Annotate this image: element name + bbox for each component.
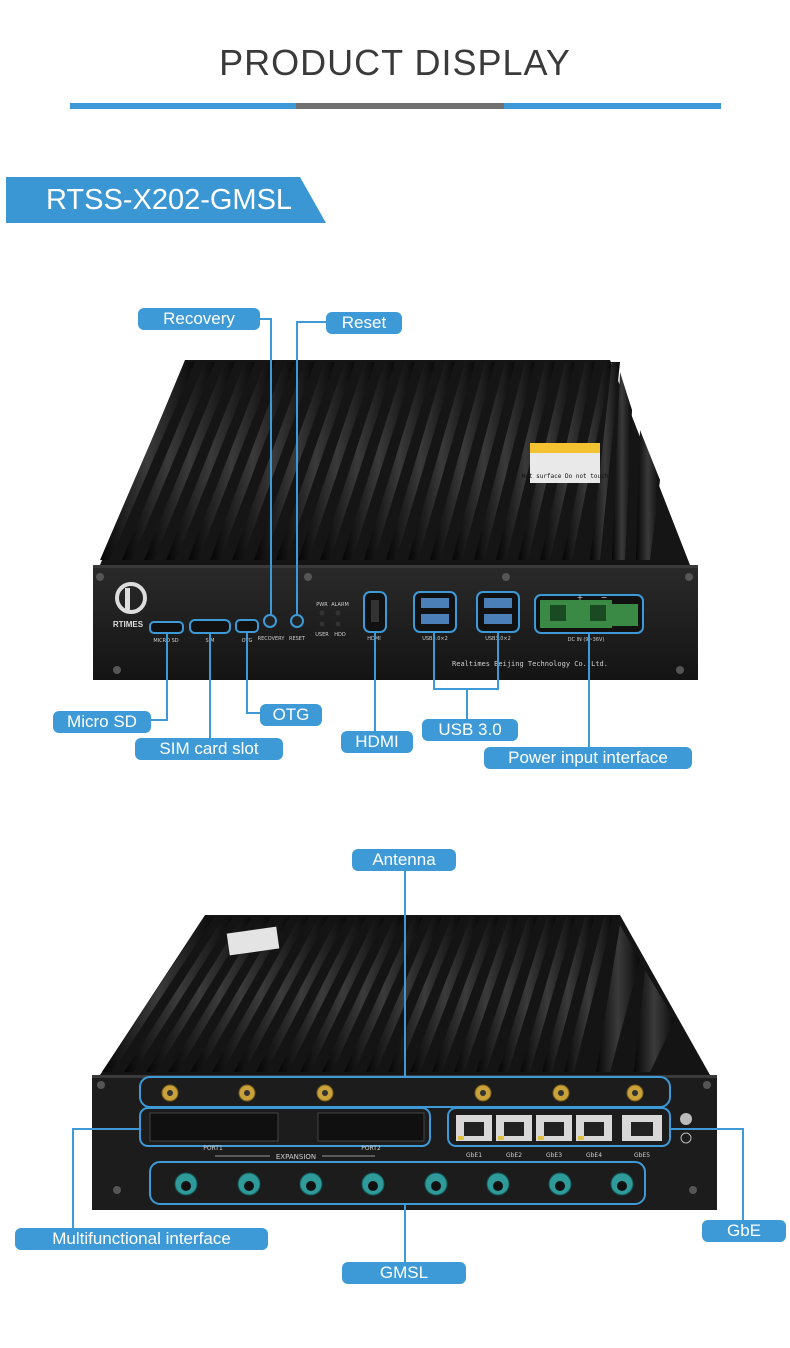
reset-line-h xyxy=(296,321,326,323)
sim-line-v xyxy=(209,633,211,739)
panel-label-gbe4: GbE4 xyxy=(586,1152,602,1159)
panel-label-gbe3: GbE3 xyxy=(546,1152,562,1159)
panel-label-pwr: PWR xyxy=(316,602,328,608)
panel-label-expansion: EXPANSION xyxy=(276,1153,316,1161)
gmsl-tag: GMSL xyxy=(342,1262,466,1284)
recovery-line-h xyxy=(260,318,272,320)
power-line-v xyxy=(588,633,590,747)
usb-line-drop xyxy=(466,688,468,720)
multifunctional-line-v xyxy=(72,1128,74,1232)
sim-card-slot-tag: SIM card slot xyxy=(135,738,283,760)
power-input-tag: Power input interface xyxy=(484,747,692,769)
page-title: PRODUCT DISPLAY xyxy=(219,42,571,83)
panel-label-gbe2: GbE2 xyxy=(506,1152,522,1159)
panel-label-gbe5: GbE5 xyxy=(634,1152,650,1159)
title-underline-center xyxy=(296,103,504,109)
otg-tag: OTG xyxy=(260,704,322,726)
panel-label-recovery: RECOVERY xyxy=(258,636,286,642)
otg-line-v xyxy=(246,632,248,714)
microsd-line-v xyxy=(166,633,168,721)
panel-label-port2: PORT2 xyxy=(361,1145,381,1152)
panel-label-usb-left: USB3.0×2 xyxy=(422,636,448,642)
rear-heatsink-fins xyxy=(102,917,675,1072)
panel-label-plus: + xyxy=(577,593,584,602)
title-underline-right xyxy=(504,103,721,109)
antenna-line-v xyxy=(404,870,406,1078)
multifunctional-interface-tag: Multifunctional interface xyxy=(15,1228,268,1250)
front-device-image: Hot surface Do not touch RTIMES MICRO SD… xyxy=(93,360,698,680)
panel-label-port1: PORT1 xyxy=(203,1145,223,1152)
hdmi-line-v xyxy=(374,632,376,732)
recovery-line-v xyxy=(270,318,272,615)
gbe-tag: GbE xyxy=(702,1220,786,1242)
panel-label-dcin: DC IN (9~36V) xyxy=(568,637,605,643)
hdmi-tag: HDMI xyxy=(341,731,413,753)
rear-device-image: PORT1 PORT2 EXPANSION GbE1 GbE2 GbE3 GbE… xyxy=(92,915,717,1210)
panel-label-alarm: ALARM xyxy=(331,602,349,608)
gbe-line-v xyxy=(742,1128,744,1222)
company-text: Realtimes Beijing Technology Co.,Ltd. xyxy=(452,660,608,668)
microsd-line-h xyxy=(150,719,168,721)
rtimes-logo xyxy=(115,582,147,614)
multifunctional-line-h xyxy=(72,1128,140,1130)
reset-tag: Reset xyxy=(326,312,402,334)
usb-line-left xyxy=(433,632,435,690)
otg-line-h xyxy=(246,712,260,714)
usb3-tag: USB 3.0 xyxy=(422,719,518,741)
gmsl-line-v xyxy=(404,1204,406,1264)
usb-line-right xyxy=(497,632,499,690)
warning-label: Hot surface Do not touch xyxy=(522,473,609,480)
panel-label-user: USER xyxy=(315,632,329,638)
micro-sd-tag: Micro SD xyxy=(53,711,151,733)
panel-label-reset: RESET xyxy=(289,636,306,642)
title-underline-left xyxy=(70,103,296,109)
panel-label-hdd: HDD xyxy=(334,632,346,638)
gbe-line-h xyxy=(670,1128,744,1130)
panel-label-gbe1: GbE1 xyxy=(466,1152,482,1159)
recovery-tag: Recovery xyxy=(138,308,260,330)
brand-text: RTIMES xyxy=(113,620,144,629)
panel-label-minus: − xyxy=(601,593,608,602)
reset-line-v xyxy=(296,321,298,615)
antenna-tag: Antenna xyxy=(352,849,456,871)
model-ribbon: RTSS-X202-GMSL xyxy=(6,177,326,223)
